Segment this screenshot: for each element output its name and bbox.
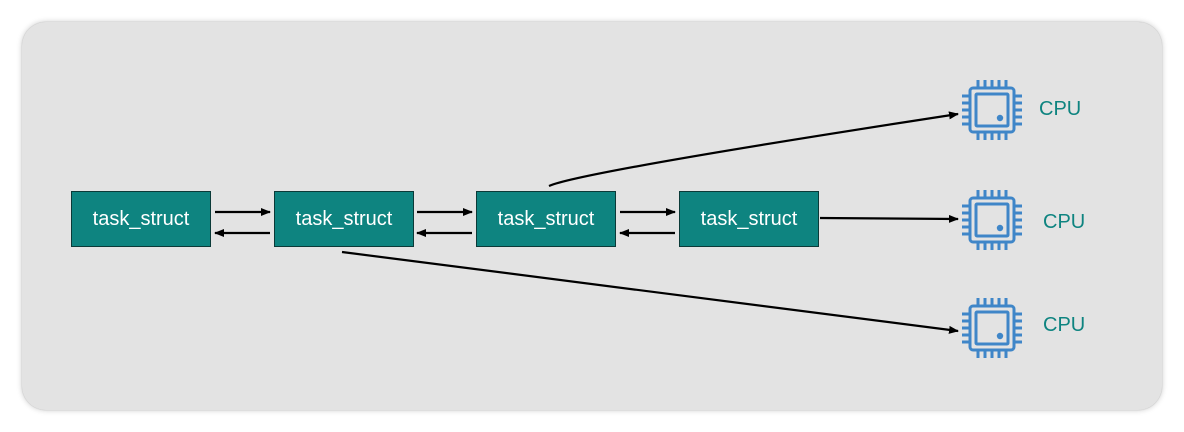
cpu-chip-icon xyxy=(962,190,1022,250)
cpu-label-2: CPU xyxy=(1043,211,1086,233)
assign-arrow-node4-cpu2 xyxy=(819,214,959,223)
cpu-label-1: CPU xyxy=(1039,98,1082,120)
task-struct-node-4: task_struct xyxy=(679,191,819,247)
assign-arrow-node3-cpu1 xyxy=(548,111,959,188)
cpu-chip-icon xyxy=(962,80,1022,140)
assign-arrow-node2-cpu3 xyxy=(341,250,959,334)
cpu-chip-icon xyxy=(962,298,1022,358)
cpu-label-3: CPU xyxy=(1043,314,1086,336)
task-struct-node-1: task_struct xyxy=(71,191,211,247)
task-struct-node-3: task_struct xyxy=(476,191,616,247)
task-struct-node-2: task_struct xyxy=(274,191,414,247)
